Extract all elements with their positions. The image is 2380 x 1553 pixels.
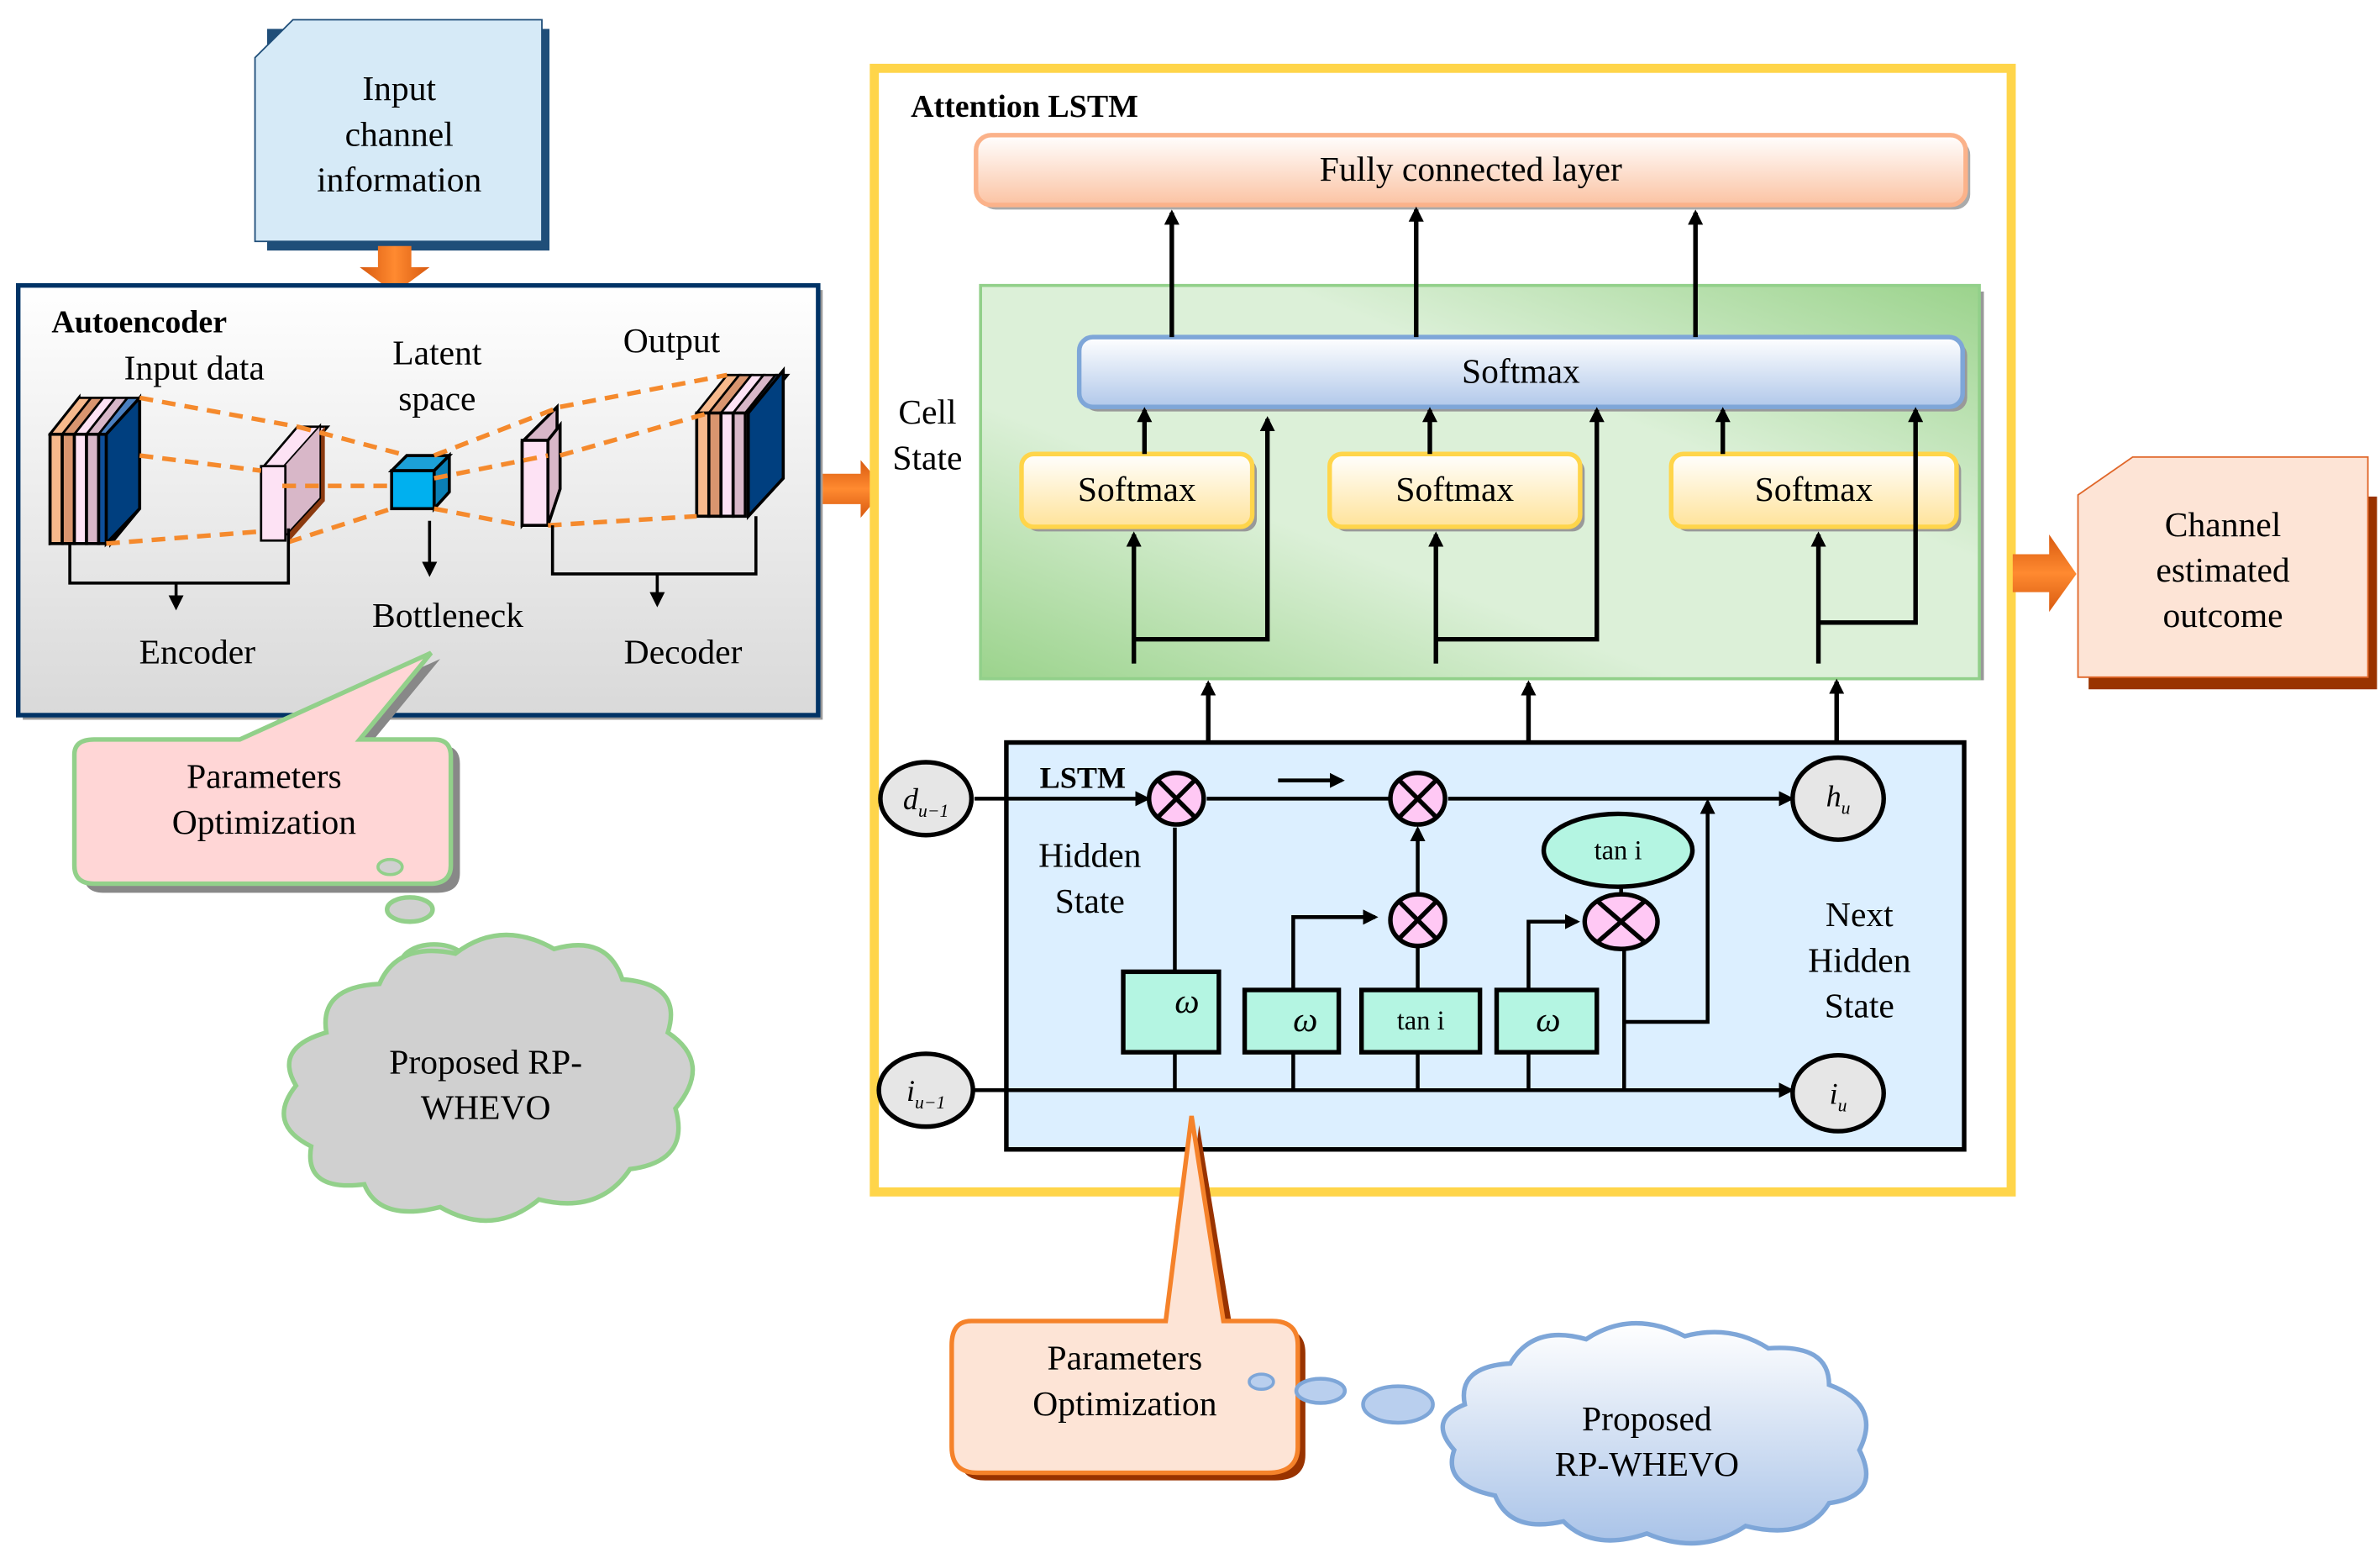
bottom-cloud-shape: [1440, 1320, 1869, 1546]
encoder-label: Encoder: [139, 633, 256, 671]
gate-omega-3: ω: [1536, 1000, 1561, 1039]
latent-space-label: Latent space: [392, 334, 482, 418]
bottom-cloud-text: Proposed RP-WHEVO: [1554, 1399, 1740, 1484]
bottom-callout-shape: [949, 1115, 1435, 1481]
softmax-label-2: Softmax: [1395, 471, 1515, 509]
gate-tanh: tan i: [1396, 1005, 1445, 1036]
input-box-shape: [254, 18, 550, 251]
channel-estimated-outcome-label: Channel estimated outcome: [2156, 505, 2290, 635]
softmax-top-label: Softmax: [1461, 352, 1580, 391]
bottleneck-label: Bottleneck: [371, 597, 524, 635]
decoder-label: Decoder: [623, 633, 743, 671]
hidden-state-label: Hidden State: [1038, 836, 1142, 920]
attention-lstm-title: Attention LSTM: [911, 87, 1138, 125]
left-callout-text: Parameters Optimization: [171, 757, 357, 841]
encoder-slab: [260, 423, 331, 543]
multiply-nodes: [1147, 770, 1660, 951]
softmax-label-1: Softmax: [1077, 471, 1196, 509]
decoder-slab: [520, 403, 562, 529]
autoencoder-dashed-lines: [106, 372, 728, 546]
h-out-symbol: h: [1826, 780, 1841, 814]
d-prev-node: du−1: [880, 777, 971, 834]
fc-layer-label: Fully connected layer: [1319, 150, 1622, 189]
input-data-stack: [47, 393, 143, 548]
lstm-title: LSTM: [1039, 762, 1127, 796]
i-out-subscript: u: [1837, 1094, 1847, 1116]
tanh-circle-label: tan i: [1594, 834, 1642, 866]
state-circles: [876, 755, 1886, 1134]
arrow-autoencoder-to-attention: [822, 460, 885, 519]
next-hidden-state-label: Next Hidden State: [1808, 896, 1911, 1025]
tanh-circle-shape: [1541, 811, 1695, 889]
left-cloud-text: Proposed RP- WHEVO: [389, 1043, 583, 1127]
d-prev-symbol: d: [902, 783, 919, 818]
gate-omega-1: ω: [1174, 982, 1200, 1021]
i-prev-node: iu−1: [880, 1069, 971, 1125]
attention-arrows: [1126, 206, 1924, 750]
cell-state-label: Cell State: [892, 392, 963, 477]
h-out-subscript: u: [1841, 797, 1851, 819]
i-prev-subscript: u−1: [914, 1092, 946, 1113]
output-box-shape: [2077, 455, 2377, 690]
input-channel-info-label: Input channel information: [317, 70, 482, 199]
autoencoder-title: Autoencoder: [51, 303, 228, 340]
bottleneck-cube: [387, 451, 454, 513]
arrow-attention-to-output: [2012, 534, 2077, 613]
output-label: Output: [623, 322, 721, 361]
bottom-callout-text: Parameters Optimization: [1032, 1339, 1217, 1423]
h-out-node: hu: [1793, 774, 1884, 830]
fc-layer-shape: [974, 133, 1971, 210]
d-prev-subscript: u−1: [918, 800, 949, 822]
left-cloud-shape: [281, 932, 696, 1224]
autoencoder-brackets: [68, 516, 758, 611]
softmax-top-shape: [1076, 334, 1968, 412]
i-out-symbol: i: [1829, 1077, 1838, 1112]
autoencoder-layers: [47, 366, 791, 611]
gate-boxes: [1121, 969, 1600, 1055]
softmax-small-shapes: [1019, 451, 1962, 532]
i-out-node: iu: [1793, 1072, 1884, 1129]
lstm-lines: [974, 772, 1794, 1098]
output-data-stack: [694, 366, 791, 520]
softmax-label-3: Softmax: [1754, 471, 1873, 509]
gate-omega-2: ω: [1293, 1000, 1318, 1039]
arrow-input-to-autoencoder: [360, 245, 430, 293]
input-data-label: Input data: [123, 349, 265, 387]
i-prev-symbol: i: [906, 1075, 915, 1108]
